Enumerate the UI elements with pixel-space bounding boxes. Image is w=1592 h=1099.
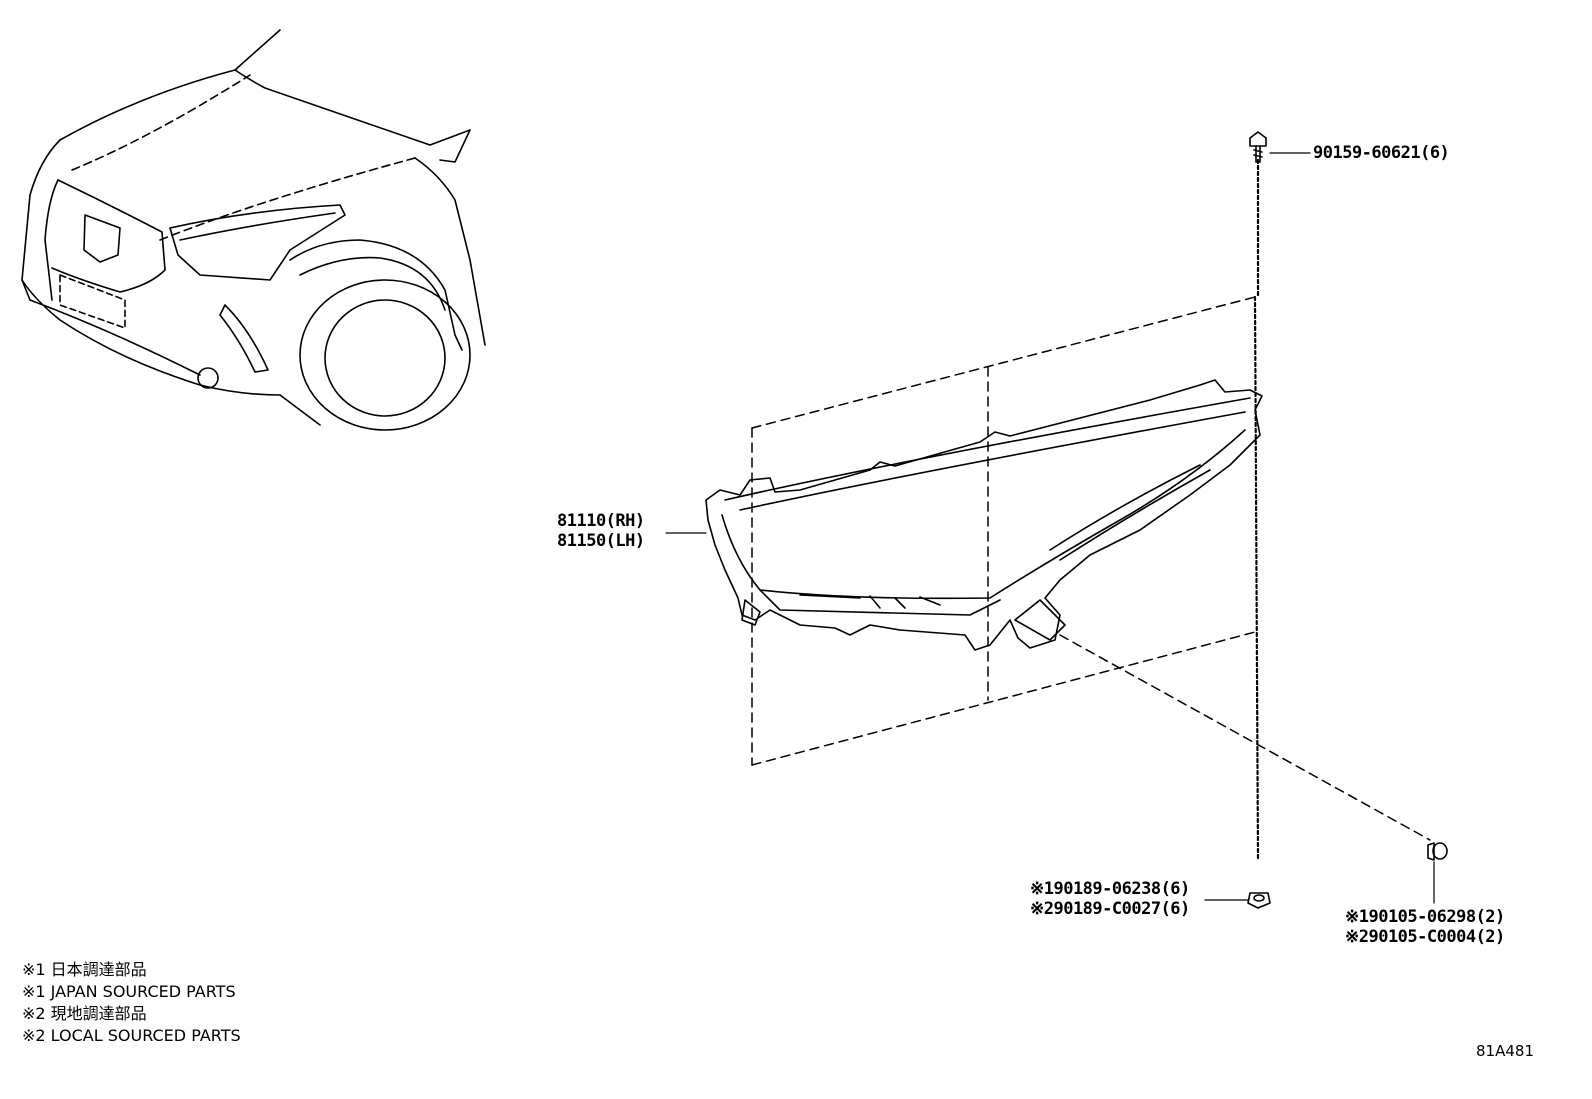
callout-nut-lower-1: ※190189-06238(6) — [1030, 879, 1190, 899]
callout-screw-right-1: ※190105-06298(2) — [1345, 907, 1505, 927]
screw-right-icon — [1427, 842, 1448, 861]
callout-screw-right-2: ※290105-C0004(2) — [1345, 927, 1505, 947]
callout-headlamp-rh: 81110(RH) — [557, 511, 645, 531]
note-3: ※2 現地調達部品 — [22, 1004, 147, 1023]
note-4: ※2 LOCAL SOURCED PARTS — [22, 1026, 241, 1045]
callout-nut-lower-2: ※290189-C0027(6) — [1030, 899, 1190, 919]
callout-bolt-top: 90159-60621(6) — [1313, 143, 1450, 163]
note-1: ※1 日本調達部品 — [22, 960, 147, 979]
note-2: ※1 JAPAN SOURCED PARTS — [22, 982, 236, 1001]
vehicle-front-illustration — [21, 29, 486, 431]
nut-lower-icon — [1247, 892, 1271, 909]
callout-headlamp-lh: 81150(LH) — [557, 531, 645, 551]
headlamp-assembly — [705, 379, 1263, 651]
projection-lines — [751, 158, 1431, 862]
leader-lines — [665, 152, 1435, 904]
bolt-top-icon — [1249, 131, 1267, 163]
diagram-code: 81A481 — [1476, 1042, 1534, 1060]
